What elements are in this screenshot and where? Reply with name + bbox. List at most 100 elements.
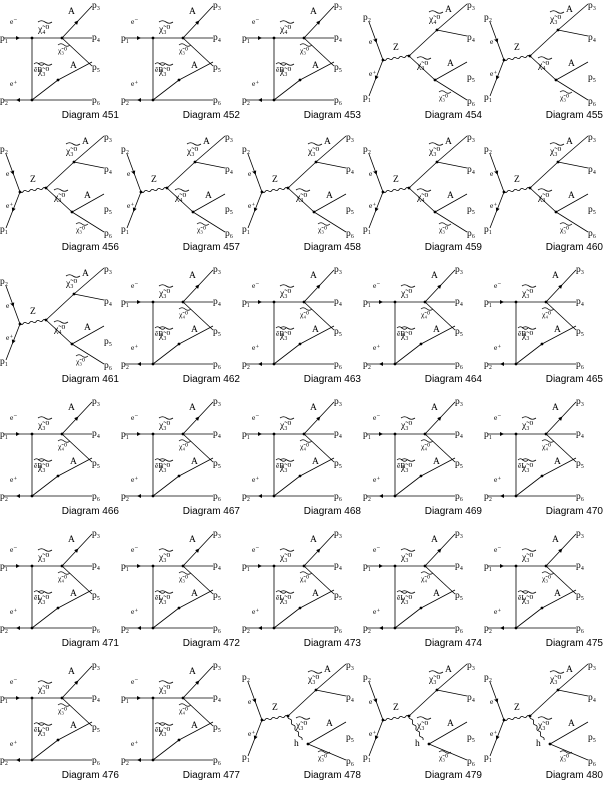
neutralino-line	[394, 607, 422, 629]
momentum-label-p3: p₃	[588, 1, 596, 11]
momentum-label-p4: p₄	[467, 165, 475, 175]
tilde-mark	[559, 90, 573, 94]
neutralino-label: χ̃₃⁰	[158, 552, 171, 563]
momentum-label-p6: p₆	[92, 492, 100, 502]
tilde-mark	[420, 307, 434, 311]
z-boson-propagator	[19, 318, 47, 326]
photon-line	[73, 135, 105, 163]
momentum-label-p5: p₅	[576, 327, 584, 337]
momentum-label-p2: p₂	[121, 360, 129, 370]
neutralino-out-line	[428, 743, 468, 761]
particle-label-positron: e⁺	[131, 475, 138, 484]
tilde-mark	[57, 43, 71, 47]
momentum-label-p5: p₅	[213, 327, 221, 337]
neutralino-label: χ̃₄⁰	[179, 442, 188, 451]
photon-label: A	[554, 325, 561, 335]
momentum-label-p1: p₁	[121, 562, 129, 572]
fermion-arrow	[253, 735, 258, 740]
photon-label: A	[552, 535, 559, 545]
photon-arrow	[558, 416, 563, 421]
momentum-label-p5: p₅	[455, 591, 463, 601]
neutralino-label: χ̃₃⁰	[542, 574, 551, 583]
selectron-label: ẽR	[397, 461, 405, 470]
neutralino-line	[273, 475, 301, 497]
photon-label: A	[312, 457, 319, 467]
photon-arrow	[316, 416, 321, 421]
tilde-mark	[279, 590, 295, 594]
tilde-mark	[158, 722, 174, 726]
neutralino-label: χ̃₃⁰	[307, 146, 320, 157]
z-boson-propagator	[140, 186, 168, 194]
photon-label: A	[70, 457, 77, 467]
fermion-arrow	[137, 564, 141, 568]
tilde-mark	[57, 571, 71, 575]
momentum-label-p3: p₃	[334, 265, 342, 275]
fermion-arrow	[16, 432, 20, 436]
tilde-mark	[158, 458, 174, 462]
photon-label: A	[70, 61, 77, 71]
momentum-label-p4: p₄	[92, 429, 100, 439]
fermion-arrow	[258, 362, 262, 366]
neutralino-line	[152, 79, 180, 101]
neutralino-label: χ̃₃⁰	[549, 146, 562, 157]
selectron-label: ẽL	[276, 593, 284, 602]
momentum-label-p5: p₅	[467, 73, 475, 83]
neutralino-out-line	[436, 689, 468, 697]
neutralino-label: χ̃₃⁰	[521, 462, 534, 473]
fermion-arrow	[495, 207, 500, 212]
tilde-mark	[400, 284, 416, 288]
tilde-mark	[537, 716, 553, 720]
particle-label-electron: e⁻	[369, 697, 376, 706]
photon-line	[178, 457, 214, 477]
neutralino-label: χ̃₃⁰	[37, 594, 50, 605]
particle-label-electron: e⁻	[490, 37, 497, 46]
particle-label-positron: e⁺	[252, 607, 259, 616]
neutralino-line	[408, 161, 438, 189]
momentum-label-p5: p₅	[576, 459, 584, 469]
neutralino-line	[45, 319, 73, 345]
photon-arrow	[195, 284, 200, 289]
particle-label-positron: e⁺	[10, 739, 17, 748]
selectron-label: ẽR	[276, 65, 284, 74]
tilde-mark	[295, 188, 311, 192]
photon-label: A	[447, 59, 454, 69]
neutralino-line	[287, 689, 317, 717]
tilde-mark	[541, 439, 555, 443]
selectron-label: ẽR	[155, 461, 163, 470]
photon-line	[436, 663, 468, 691]
neutralino-out-line	[307, 743, 347, 761]
momentum-label-p5: p₅	[346, 733, 354, 743]
momentum-label-p4: p₄	[576, 297, 584, 307]
momentum-label-p4: p₄	[346, 693, 354, 703]
tilde-mark	[537, 56, 553, 60]
photon-arrow	[74, 20, 79, 25]
fermion-arrow	[16, 696, 20, 700]
tilde-mark	[154, 458, 166, 462]
neutralino-label: χ̃₃⁰	[179, 46, 188, 55]
particle-label-electron: e⁻	[248, 169, 255, 178]
photon-label: A	[68, 535, 75, 545]
particle-label-electron: e⁻	[131, 545, 138, 554]
selectron-label: ẽR	[155, 329, 163, 338]
momentum-label-p2: p₂	[363, 624, 371, 634]
fermion-arrow	[494, 38, 499, 43]
neutralino-out-line	[424, 565, 456, 595]
particle-label-positron: e⁺	[10, 607, 17, 616]
tilde-mark	[275, 458, 287, 462]
momentum-label-p4: p₄	[455, 429, 463, 439]
fermion-arrow	[16, 564, 20, 568]
momentum-label-p3: p₃	[588, 661, 596, 671]
diagram-caption: Diagram 477	[182, 770, 240, 781]
photon-label: A	[568, 719, 575, 729]
momentum-label-p4: p₄	[467, 33, 475, 43]
photon-arrow	[558, 284, 563, 289]
photon-line	[315, 135, 347, 163]
